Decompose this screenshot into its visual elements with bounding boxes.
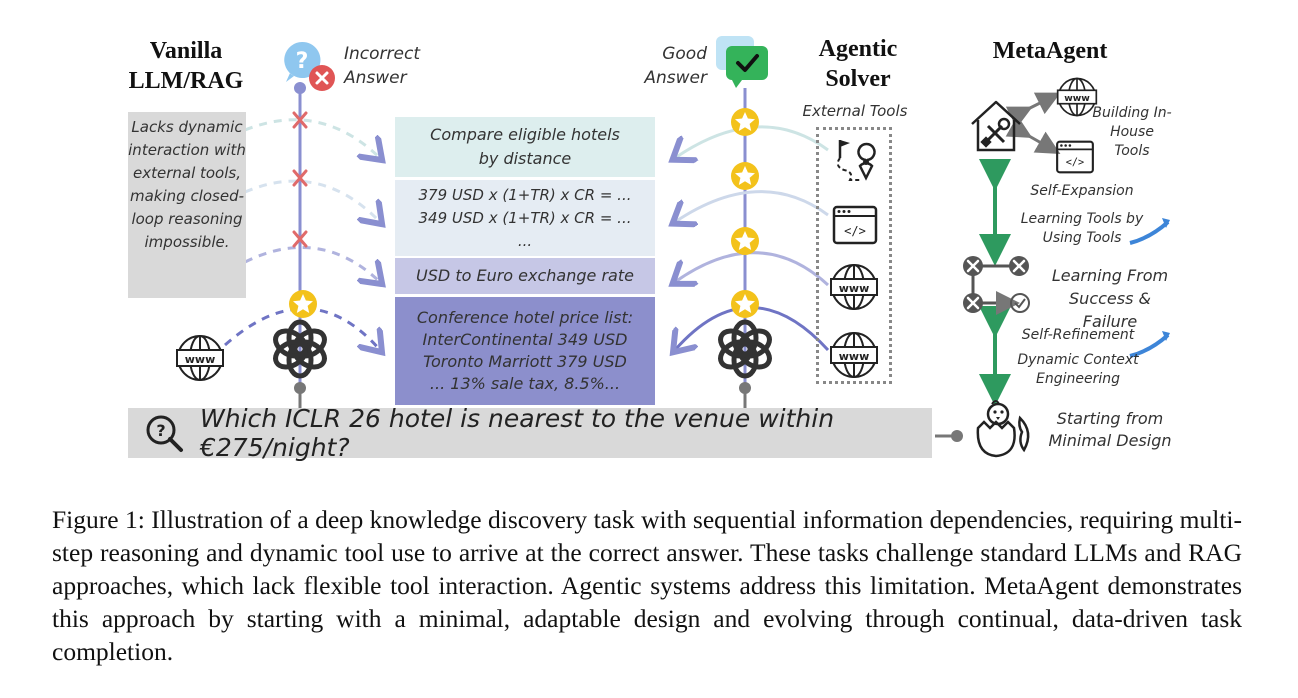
vanilla-title: Vanilla LLM/RAG — [118, 36, 254, 96]
agentic-title-line2: Solver — [825, 66, 891, 92]
svg-text:www: www — [839, 350, 870, 363]
star-icon — [731, 290, 759, 318]
step-compare-hotels: Compare eligible hotels by distance — [395, 117, 655, 177]
query-text: Which ICLR 26 hotel is nearest to the ve… — [200, 404, 835, 462]
query-bar: ? Which ICLR 26 hotel is nearest to the … — [128, 404, 932, 462]
step-price-calculation: 379 USD x (1+TR) x CR = ... 349 USD x (1… — [395, 180, 655, 256]
step-exchange-rate: USD to Euro exchange rate — [395, 258, 655, 294]
star-icon — [731, 227, 759, 255]
www-icon: www — [830, 332, 878, 378]
figure-caption: Figure 1: Illustration of a deep knowled… — [52, 505, 1242, 666]
learning-from-label: Learning From Success & Failure — [1051, 266, 1169, 331]
svg-text:www: www — [839, 282, 870, 295]
code-icon: </> — [1056, 140, 1094, 174]
www-icon: www — [830, 264, 878, 310]
star-icon — [731, 108, 759, 136]
svg-text:</>: </> — [844, 224, 866, 238]
limitation-note: Lacks dynamic interaction with external … — [128, 112, 246, 298]
external-tools-label: External Tools — [802, 102, 908, 120]
vanilla-title-line2: LLM/RAG — [128, 68, 244, 94]
starting-label: Starting from Minimal Design — [1048, 409, 1172, 450]
step-text: 379 USD x (1+TR) x CR = ... 349 USD x (1… — [418, 185, 632, 250]
self-expansion-label: Self-Expansion — [1030, 183, 1134, 199]
incorrect-answer-label: Incorrect Answer — [344, 44, 420, 88]
dynamic-context-label: Dynamic Context Engineering — [1017, 352, 1139, 387]
www-icon: www — [1056, 77, 1098, 117]
www-icon: www — [176, 335, 224, 381]
svg-text:www: www — [1064, 93, 1090, 104]
openai-logo-icon — [718, 319, 772, 379]
building-tools-label: Building In-House Tools — [1092, 105, 1172, 159]
house-tools-icon — [971, 100, 1021, 152]
error-icon — [309, 65, 335, 91]
vanilla-title-line1: Vanilla — [149, 38, 223, 64]
svg-text:?: ? — [156, 421, 165, 440]
step-price-list: Conference hotel price list: InterContin… — [395, 297, 655, 405]
step-text: USD to Euro exchange rate — [416, 266, 634, 285]
external-tools-box — [816, 127, 892, 384]
agentic-title-line1: Agentic — [818, 36, 898, 62]
star-icon — [289, 290, 317, 318]
self-refinement-label: Self-Refinement — [1021, 327, 1135, 343]
learning-tools-label: Learning Tools by Using Tools — [1020, 211, 1144, 246]
agentic-title: Agentic Solver — [790, 34, 926, 94]
metaagent-title: MetaAgent — [992, 38, 1108, 64]
hatching-chick-icon — [976, 400, 1030, 458]
svg-text:</>: </> — [1066, 158, 1084, 169]
x-mark-icon — [963, 256, 1030, 315]
step-text: Compare eligible hotels by distance — [430, 125, 620, 168]
step-text: Conference hotel price list: InterContin… — [416, 308, 634, 393]
route-icon — [836, 140, 876, 181]
star-icon — [731, 162, 759, 190]
good-answer-label: Good Answer — [644, 44, 707, 88]
svg-text:www: www — [185, 353, 216, 366]
openai-logo-icon — [273, 319, 327, 379]
chat-check-icon — [716, 36, 768, 88]
svg-text:?: ? — [296, 49, 309, 74]
search-icon: ? — [146, 415, 183, 452]
code-icon: </> — [832, 205, 878, 245]
